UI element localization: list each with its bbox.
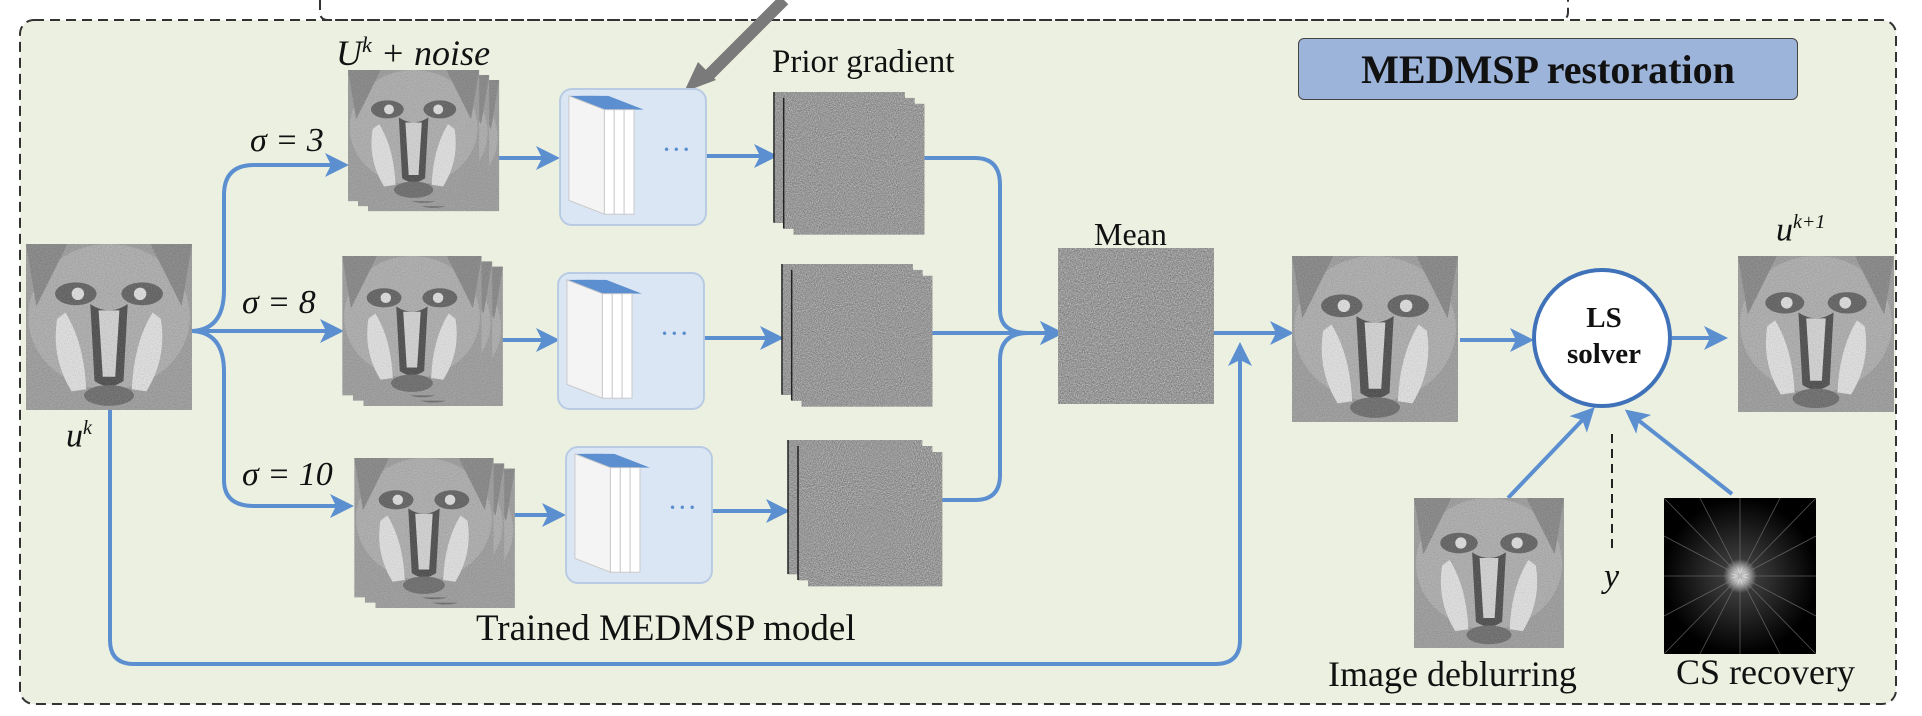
sigma-label-3: σ = 10 (242, 456, 333, 493)
input-top-rest: + noise (371, 33, 491, 73)
input-top-U: U (336, 33, 362, 73)
noisy-stack-sigma8 (342, 256, 503, 406)
y-label: y (1604, 558, 1620, 595)
solver-line2: solver (1566, 338, 1642, 370)
prior-gradient-label: Prior gradient (772, 44, 955, 80)
ls-solver-node (1532, 268, 1672, 408)
input-sup: k (83, 417, 92, 439)
input-top-label: Uk + noise (336, 32, 491, 73)
trained-model-label: Trained MEDMSP model (476, 608, 856, 649)
input-top-sup: k (362, 32, 372, 57)
noisy-stack-sigma10 (354, 458, 515, 608)
noisy-stack-sigma3 (348, 70, 499, 211)
output-image-uk1 (1738, 256, 1894, 412)
network-block-3 (565, 446, 713, 584)
connectors (108, 144, 1734, 666)
solver-line1: LS (1586, 302, 1622, 334)
title-box: MEDMSP restoration (1298, 38, 1798, 100)
image-deblurring-label: Image deblurring (1328, 654, 1577, 694)
input-u: u (66, 417, 83, 455)
top-frame-fragment (319, 0, 1569, 21)
mean-noise-image (1058, 248, 1214, 404)
input-label-uk: uk (66, 418, 92, 453)
sigma-label-1: σ = 3 (250, 122, 324, 159)
sigma-label-2: σ = 8 (242, 284, 316, 321)
prior-gradient-stack-2 (782, 264, 933, 407)
input-image-uk (26, 244, 192, 410)
cs-recovery-label: CS recovery (1676, 652, 1855, 692)
network-block-1 (559, 88, 707, 226)
output-u: u (1776, 211, 1793, 249)
pointer-arrow (684, 0, 789, 92)
network-block-2 (557, 272, 705, 410)
mean-label: Mean (1094, 216, 1167, 252)
restored-intermediate-image (1292, 256, 1458, 422)
blurred-input-image (1414, 498, 1564, 648)
prior-gradient-stack-3 (788, 440, 942, 586)
output-label-uk1: uk+1 (1776, 212, 1825, 247)
solver-label: LS solver (1534, 300, 1674, 372)
title-text: MEDMSP restoration (1361, 46, 1735, 92)
prior-gradient-stack-1 (774, 92, 925, 235)
kspace-image (1663, 497, 1817, 655)
output-sup: k+1 (1793, 211, 1826, 233)
